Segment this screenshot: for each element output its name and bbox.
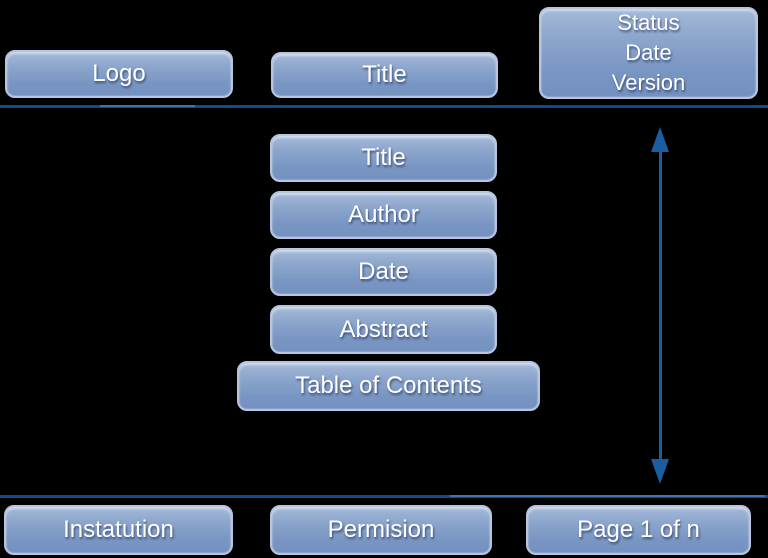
- permission-label: Permision: [327, 516, 435, 543]
- table-of-contents-box: Table of Contents: [237, 361, 540, 411]
- header-title-box: Title: [271, 52, 498, 98]
- arrowhead-down-icon: [651, 459, 669, 484]
- header-title-label: Title: [362, 61, 407, 88]
- version-line: Version: [611, 70, 686, 95]
- institution-box: Instatution: [4, 505, 233, 555]
- institution-label: Instatution: [63, 516, 174, 543]
- page-number-label: Page 1 of n: [577, 516, 700, 543]
- table-of-contents-label: Table of Contents: [295, 372, 482, 399]
- top-rule-highlight-segment: [100, 105, 195, 107]
- top-rule-line: [0, 105, 768, 108]
- vertical-extent-arrow: [659, 147, 662, 463]
- page-number-box: Page 1 of n: [526, 505, 751, 555]
- date-label: Date: [358, 258, 409, 285]
- body-title-label: Title: [361, 144, 406, 171]
- date-line: Date: [625, 40, 672, 65]
- status-line: Status: [617, 10, 680, 35]
- logo-box: Logo: [5, 50, 233, 98]
- logo-label: Logo: [92, 60, 146, 87]
- author-box: Author: [270, 191, 497, 239]
- arrowhead-up-icon: [651, 127, 669, 152]
- permission-box: Permision: [270, 505, 492, 555]
- status-date-version-label: Status Date Version: [612, 8, 685, 98]
- author-label: Author: [348, 201, 419, 228]
- body-title-box: Title: [270, 134, 497, 182]
- bottom-rule-highlight-segment: [450, 495, 765, 497]
- status-date-version-box: Status Date Version: [539, 7, 758, 99]
- abstract-label: Abstract: [339, 315, 428, 343]
- date-box: Date: [270, 248, 497, 296]
- bottom-rule-line: [0, 495, 768, 498]
- abstract-box: Abstract: [270, 305, 497, 354]
